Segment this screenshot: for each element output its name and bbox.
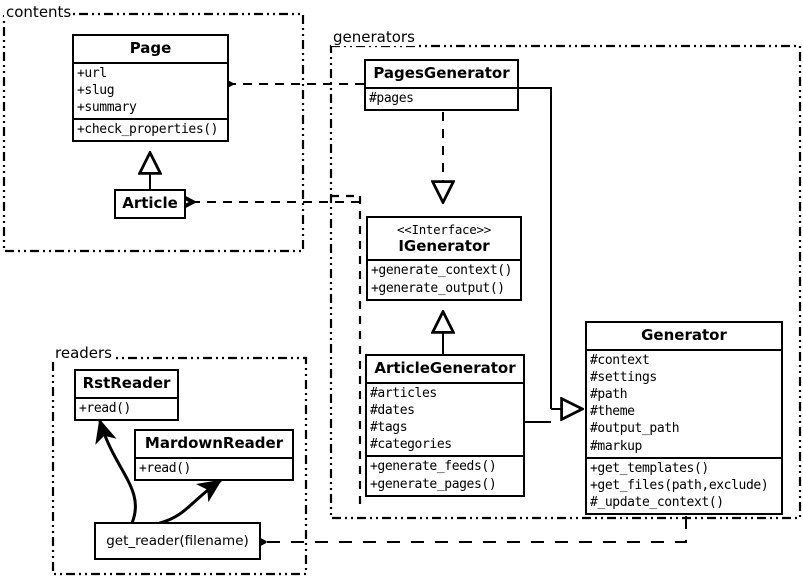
class-pages-generator-attributes: #pages (366, 89, 517, 109)
class-article-name: Article (122, 194, 178, 212)
relation-getreader-rstreader (95, 418, 137, 525)
attribute-row: #dates (370, 402, 415, 418)
class-igenerator-operations: +generate_context() +generate_output() (368, 261, 520, 298)
attribute-row: #context (590, 352, 650, 368)
attribute-row: #categories (370, 437, 452, 453)
attribute-row: #pages (369, 90, 414, 106)
class-article-generator-name: ArticleGenerator (374, 359, 516, 377)
class-igenerator-name: <<Interface>> IGenerator (368, 218, 520, 259)
package-label-generators: generators (331, 28, 417, 46)
class-mardown-reader-operations: +read() (136, 459, 292, 479)
attribute-row: #markup (590, 438, 642, 454)
attribute-row: #path (590, 387, 628, 403)
class-page-operations: +check_properties() (74, 120, 227, 140)
operation-row: +get_files(path,exclude) (590, 477, 769, 493)
operation-row: +generate_feeds() (370, 459, 497, 475)
class-article-generator-operations: +generate_feeds() +generate_pages() (367, 457, 523, 494)
class-page-attributes: +url +slug +summary (74, 64, 227, 118)
class-rst-reader[interactable]: RstReader +read() (74, 369, 179, 421)
attribute-row: #settings (590, 369, 657, 385)
package-label-contents: contents (4, 3, 74, 21)
class-rst-reader-name: RstReader (82, 374, 171, 392)
class-article-generator-attributes: #articles #dates #tags #categories (367, 384, 523, 456)
package-label-readers: readers (53, 344, 114, 362)
attribute-row: #articles (370, 385, 437, 401)
operation-row: +read() (139, 460, 191, 476)
operation-row: +check_properties() (77, 122, 219, 138)
class-igenerator[interactable]: <<Interface>> IGenerator +generate_conte… (366, 216, 522, 301)
class-page[interactable]: Page +url +slug +summary +check_properti… (72, 34, 229, 143)
class-pages-generator-name: PagesGenerator (373, 64, 510, 82)
attribute-row: #tags (370, 420, 408, 436)
function-box-get-reader[interactable]: get_reader(filename) (94, 522, 261, 560)
class-generator-name: Generator (641, 326, 727, 344)
class-article[interactable]: Article (114, 189, 186, 219)
class-generator[interactable]: Generator #context #settings #path #them… (585, 321, 783, 516)
operation-row: #_update_context() (590, 495, 724, 511)
operation-row: +generate_context() (371, 263, 513, 279)
class-rst-reader-operations: +read() (76, 399, 177, 419)
class-mardown-reader[interactable]: MardownReader +read() (134, 429, 294, 481)
class-generator-operations: +get_templates() +get_files(path,exclude… (587, 459, 781, 513)
relation-generators-generator (519, 87, 583, 423)
operation-row: +generate_output() (371, 280, 505, 296)
attribute-row: +slug (77, 82, 115, 98)
relation-getreader-mardownreader (158, 479, 222, 525)
class-page-name: Page (129, 39, 172, 57)
attribute-row: +summary (77, 100, 137, 116)
operation-row: +generate_pages() (370, 476, 497, 492)
attribute-row: +url (77, 65, 107, 81)
attribute-row: #theme (590, 404, 635, 420)
operation-row: +get_templates() (590, 460, 709, 476)
class-mardown-reader-name: MardownReader (144, 434, 284, 452)
attribute-row: #output_path (590, 421, 680, 437)
class-igenerator-stereotype: <<Interface>> (397, 222, 491, 237)
class-article-generator[interactable]: ArticleGenerator #articles #dates #tags … (365, 354, 525, 497)
class-generator-attributes: #context #settings #path #theme #output_… (587, 351, 781, 457)
class-igenerator-label: IGenerator (398, 236, 490, 255)
class-pages-generator[interactable]: PagesGenerator #pages (364, 59, 519, 111)
operation-row: +read() (79, 400, 131, 416)
